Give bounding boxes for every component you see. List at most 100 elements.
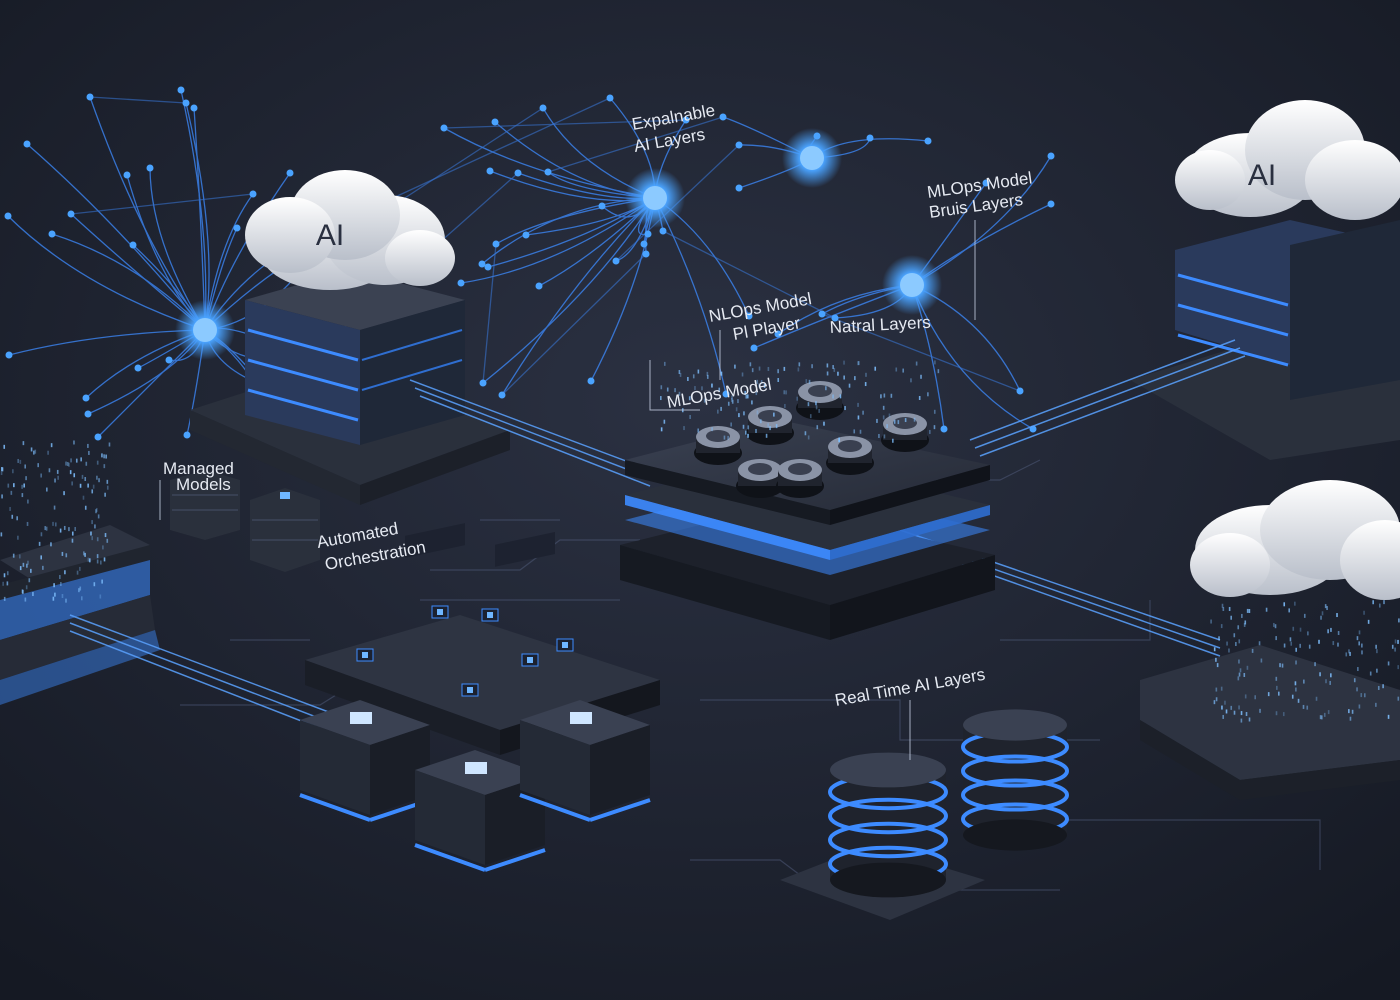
data-particle — [1289, 637, 1292, 642]
data-particle — [1325, 679, 1327, 684]
data-particle — [75, 458, 78, 463]
data-particle — [1295, 687, 1297, 692]
data-particle — [727, 435, 729, 440]
data-particle — [63, 525, 66, 530]
data-particle — [857, 361, 859, 366]
data-particle — [745, 394, 748, 399]
network-node — [982, 179, 990, 187]
data-particle — [1248, 609, 1251, 614]
data-particle — [933, 425, 936, 430]
data-particle — [809, 414, 812, 419]
data-particle — [678, 369, 681, 374]
board-chip-led — [487, 612, 493, 618]
data-particle — [1332, 641, 1335, 646]
network-node — [522, 231, 530, 239]
data-particle — [897, 420, 900, 425]
data-particle — [1375, 644, 1377, 649]
network-node — [134, 364, 142, 372]
data-particle — [1369, 671, 1372, 676]
data-particle — [882, 405, 885, 410]
db-top — [830, 752, 946, 788]
data-particle — [862, 410, 864, 415]
data-particle — [1230, 615, 1232, 620]
board-chip-led — [527, 657, 533, 663]
data-particle — [808, 379, 811, 384]
data-particle — [1215, 657, 1217, 662]
data-particle — [30, 568, 32, 573]
data-particle — [1275, 636, 1277, 641]
data-particle — [720, 406, 722, 411]
data-particle — [1213, 700, 1216, 705]
data-particle — [876, 418, 878, 423]
data-particle — [6, 571, 9, 576]
network-node — [745, 312, 753, 320]
data-particle — [805, 379, 808, 384]
data-particle — [74, 526, 77, 531]
right-platform — [1140, 645, 1400, 800]
data-particle — [1274, 624, 1277, 629]
data-particle — [711, 383, 713, 388]
network-node — [190, 104, 198, 112]
data-particle — [101, 579, 103, 584]
data-particle — [42, 565, 44, 570]
data-particle — [826, 363, 829, 368]
network-node — [233, 224, 241, 232]
data-particle — [1349, 716, 1352, 721]
data-particle — [816, 425, 819, 430]
network-node — [165, 356, 173, 364]
data-particle — [1299, 627, 1302, 632]
data-particle — [1394, 639, 1397, 644]
network-node — [735, 141, 743, 149]
data-particle — [61, 593, 64, 598]
data-particle — [767, 366, 770, 371]
network-link — [662, 230, 836, 319]
database-cylinders — [780, 709, 1069, 920]
data-particle — [19, 566, 22, 571]
db-bottom — [830, 862, 946, 898]
data-particle — [80, 596, 83, 601]
data-particle — [90, 531, 92, 536]
data-particle — [1239, 668, 1242, 673]
data-particle — [697, 428, 700, 433]
data-particle — [1248, 717, 1251, 722]
db-ring — [961, 778, 1069, 812]
cloud-lower-right — [1190, 480, 1400, 600]
board-icons — [356, 605, 574, 697]
data-particle — [79, 586, 82, 591]
data-particle — [1324, 604, 1327, 609]
data-particle — [1345, 652, 1348, 657]
data-particle — [101, 453, 103, 458]
data-particle — [1349, 651, 1351, 656]
data-particle — [1283, 602, 1286, 607]
data-particle — [94, 524, 96, 529]
data-particle — [918, 395, 921, 400]
label-managed-2: Models — [176, 475, 231, 494]
data-particle — [674, 388, 676, 393]
network-link — [443, 127, 656, 199]
server-side — [590, 725, 650, 815]
data-particle — [3, 573, 6, 578]
data-particle — [660, 385, 663, 390]
data-particle — [98, 478, 100, 483]
chip-core — [808, 385, 832, 397]
cloud-left-label: AI — [316, 219, 344, 252]
network-hub — [643, 186, 667, 210]
data-particle — [804, 431, 807, 436]
network-node — [719, 113, 727, 121]
data-particle — [797, 367, 800, 372]
data-particle — [96, 537, 99, 542]
data-particle — [63, 491, 65, 496]
network-node — [182, 99, 190, 107]
data-particle — [71, 481, 73, 486]
cloud-right: AI — [1175, 100, 1400, 220]
data-particle — [65, 553, 68, 558]
data-particle — [92, 484, 95, 489]
data-particle — [1303, 679, 1305, 684]
data-particle — [54, 478, 56, 483]
data-particle — [27, 499, 29, 504]
data-particle — [1254, 695, 1257, 700]
db-ring — [828, 797, 948, 835]
data-particle — [730, 422, 732, 427]
data-particle — [71, 538, 74, 543]
data-particle — [24, 597, 27, 602]
